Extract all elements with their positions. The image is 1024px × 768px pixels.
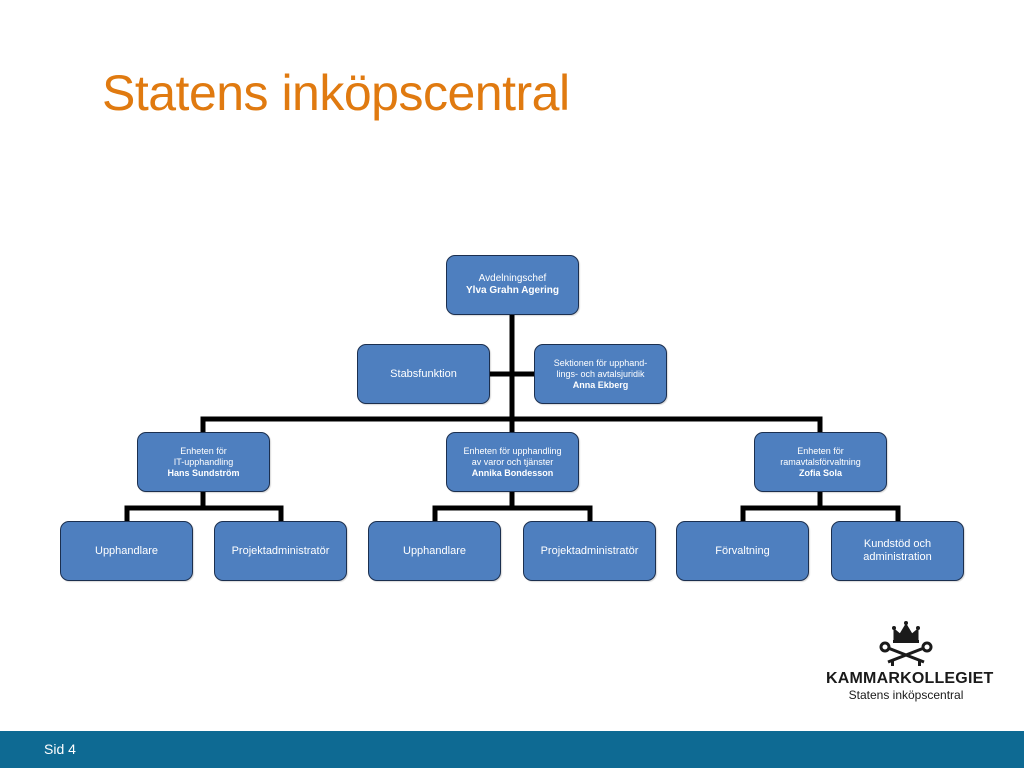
unit-3-line2: ramavtalsförvaltning (780, 456, 861, 467)
staff-right-line1: Sektionen för upphand- (553, 357, 648, 368)
head-role: Avdelningschef (478, 273, 547, 284)
unit-1-name: Hans Sundström (167, 467, 240, 478)
org-node-unit-3: Enheten för ramavtalsförvaltning Zofia S… (754, 432, 887, 492)
unit-3-line1: Enheten för (797, 445, 844, 456)
page-title: Statens inköpscentral (102, 65, 570, 121)
org-node-unit-2: Enheten för upphandling av varor och tjä… (446, 432, 579, 492)
unit-2-child-1-label: Upphandlare (403, 544, 466, 557)
unit-3-child-1-label: Förvaltning (715, 544, 770, 557)
org-node-unit-3-child-2: Kundstöd och administration (831, 521, 964, 581)
staff-left-label: Stabsfunktion (390, 367, 457, 380)
unit-1-child-1-label: Upphandlare (95, 544, 158, 557)
org-node-unit-2-child-2: Projektadministratör (523, 521, 656, 581)
org-node-unit-1: Enheten för IT-upphandling Hans Sundströ… (137, 432, 270, 492)
unit-2-line1: Enheten för upphandling (463, 445, 562, 456)
unit-3-child-2-label: Kundstöd och administration (863, 538, 932, 563)
page-number: Sid 4 (44, 741, 76, 757)
staff-right-line2: lings- och avtalsjuridik (556, 368, 645, 379)
org-node-unit-1-child-1: Upphandlare (60, 521, 193, 581)
org-node-staff-right: Sektionen för upphand- lings- och avtals… (534, 344, 667, 404)
unit-3-name: Zofia Sola (798, 467, 842, 478)
unit-1-line2: IT-upphandling (173, 456, 234, 467)
unit-2-name: Annika Bondesson (471, 467, 554, 478)
org-node-unit-2-child-1: Upphandlare (368, 521, 501, 581)
org-node-head: Avdelningschef Ylva Grahn Agering (446, 255, 579, 315)
footer-bar: Sid 4 (0, 731, 1024, 768)
unit-2-line2: av varor och tjänster (471, 456, 554, 467)
staff-right-name: Anna Ekberg (572, 379, 629, 390)
unit-1-child-2-label: Projektadministratör (231, 544, 330, 557)
org-node-unit-1-child-2: Projektadministratör (214, 521, 347, 581)
logo-name: KAMMARKOLLEGIET (826, 670, 994, 687)
crown-keys-icon (879, 621, 933, 666)
org-node-staff-left: Stabsfunktion (357, 344, 490, 404)
org-node-unit-3-child-1: Förvaltning (676, 521, 809, 581)
unit-2-child-2-label: Projektadministratör (540, 544, 639, 557)
head-name: Ylva Grahn Agering (466, 285, 559, 296)
unit-1-line1: Enheten för (180, 445, 227, 456)
kammarkollegiet-logo: KAMMARKOLLEGIET Statens inköpscentral (826, 620, 994, 706)
logo-subtitle: Statens inköpscentral (848, 688, 964, 702)
